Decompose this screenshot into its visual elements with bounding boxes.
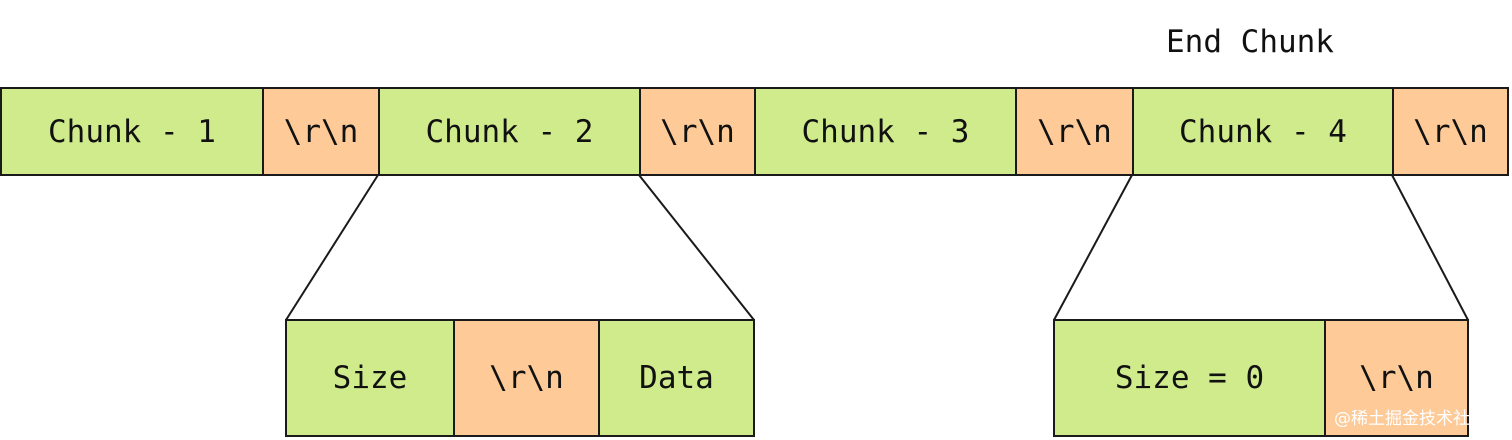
- watermark-text: @稀土掘金技术社区: [1334, 409, 1487, 429]
- stream-crlf-3: \r\n: [1015, 87, 1134, 176]
- chunk-2-left-connector: [285, 174, 379, 321]
- stream-chunk-1: Chunk - 1: [0, 87, 264, 176]
- detail-data: Data: [598, 319, 755, 437]
- stream-chunk-2: Chunk - 2: [378, 87, 641, 176]
- chunk-2-right-connector: [638, 174, 755, 321]
- chunk-4-right-connector: [1391, 174, 1469, 321]
- stream-crlf-2: \r\n: [639, 87, 756, 176]
- end-chunk-label: End Chunk: [1166, 24, 1334, 60]
- stream-crlf-1: \r\n: [262, 87, 380, 176]
- stream-crlf-4: \r\n: [1392, 87, 1509, 176]
- detail-crlf: \r\n: [453, 319, 600, 437]
- detail-size: Size: [285, 319, 455, 437]
- end-detail-crlf: \r\n: [1324, 319, 1469, 437]
- end-detail-size-zero: Size = 0: [1053, 319, 1326, 437]
- stream-chunk-4: Chunk - 4: [1132, 87, 1394, 176]
- chunk-4-left-connector: [1053, 174, 1133, 321]
- stream-chunk-3: Chunk - 3: [754, 87, 1017, 176]
